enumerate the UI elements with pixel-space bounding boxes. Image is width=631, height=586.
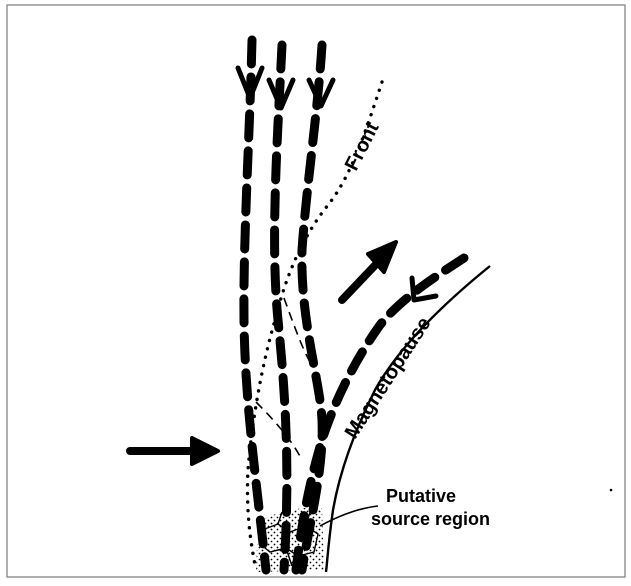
source-region-leader — [320, 506, 378, 526]
source-region-patch — [256, 508, 324, 572]
thin-dash-lower — [256, 402, 302, 460]
source-region-label-line2: source region — [371, 509, 490, 529]
magnetopause-label: Magnetopause — [341, 313, 436, 442]
front-label: Front — [341, 118, 384, 174]
side-arrowhead-icon — [192, 438, 218, 464]
field-line-left — [244, 40, 266, 570]
outflow-arrow — [342, 242, 396, 300]
source-region-label-line1: Putative — [386, 486, 456, 506]
field-line-middle — [275, 45, 287, 570]
speck — [610, 489, 613, 492]
source-region — [256, 508, 324, 572]
inflow-side-arrow — [130, 438, 218, 464]
